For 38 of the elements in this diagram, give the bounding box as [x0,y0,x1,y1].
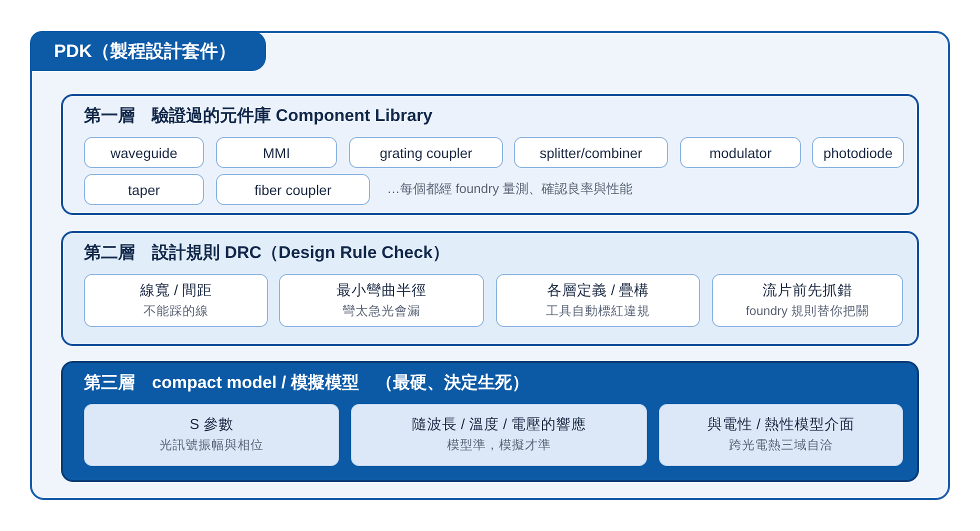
layer-panel [61,94,919,215]
component-chip: fiber coupler [216,174,370,205]
component-chip: modulator [680,137,801,168]
rule-card [279,274,484,327]
rule-card [84,274,268,327]
card-title: 各層定義 / 疊構 [546,282,650,300]
outer-panel [30,31,950,500]
rule-card [712,274,903,327]
component-chip: photodiode [812,137,904,168]
card-caption: 光訊號振幅與相位 [160,437,264,454]
card-title: 隨波長 / 溫度 / 電壓的響應 [412,416,586,435]
card-title: 流片前先抓錯 [762,282,852,300]
layer-heading: 第三層 compact model / 模擬模型 （最硬、決定生死） [84,372,529,394]
model-card [659,404,903,466]
component-chip: waveguide [84,137,204,168]
card-caption: 彎太急光會漏 [342,302,420,320]
rule-card [496,274,700,327]
component-chip: splitter/combiner [514,137,668,168]
card-title: 與電性 / 熱性模型介面 [707,416,855,435]
layer-heading: 第一層 驗證過的元件庫 Component Library [84,105,433,127]
card-caption: foundry 規則替你把關 [746,302,870,320]
component-chip: MMI [216,137,337,168]
card-caption: 不能踩的線 [144,302,208,320]
card-caption: 跨光電熱三域自洽 [729,437,833,454]
header-tab: PDK（製程設計套件） [30,31,266,71]
component-chip: taper [84,174,204,205]
layer-panel [61,231,919,346]
card-caption: 模型準，模擬才準 [447,437,551,454]
card-title: 線寬 / 間距 [140,282,212,300]
card-title: S 參數 [190,416,234,435]
card-caption: 工具自動標紅違規 [546,302,650,320]
model-card [351,404,647,466]
model-card [84,404,339,466]
card-title: 最小彎曲半徑 [336,282,426,300]
note-text: …每個都經 foundry 量測、確認良率與性能 [387,180,633,198]
component-chip: grating coupler [349,137,503,168]
layer-panel [61,361,919,482]
layer-heading: 第二層 設計規則 DRC（Design Rule Check） [84,242,450,264]
